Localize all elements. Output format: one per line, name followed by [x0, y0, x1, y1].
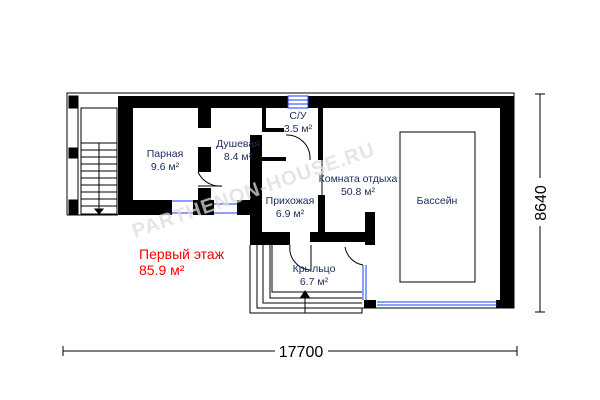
walls	[118, 96, 514, 308]
room-name-hall: Прихожая	[266, 195, 315, 207]
entry-arrow-icon	[300, 290, 310, 298]
room-name-wc: С/У	[289, 110, 307, 122]
porch-steps	[256, 245, 362, 313]
room-area-rest: 50.8 м²	[341, 186, 376, 198]
floor-title: Первый этаж	[139, 246, 225, 262]
door-su	[285, 134, 311, 160]
floor-total-area: 85.9 м²	[139, 262, 185, 278]
door-rest	[344, 246, 364, 266]
outline	[66, 92, 515, 314]
room-area-wc: 3.5 м²	[284, 123, 313, 135]
stair-steps	[81, 142, 117, 207]
door-parnaya	[197, 171, 223, 187]
room-name-pool: Бассейн	[417, 195, 458, 207]
door-hall	[289, 244, 312, 271]
stair-arrow-icon	[93, 208, 105, 215]
room-area-shower: 8.4 м²	[224, 151, 253, 163]
dimension-width-label: 17700	[279, 344, 324, 361]
room-area-porch: 6.7 м²	[300, 276, 329, 288]
room-name-porch: Крыльцо	[293, 263, 336, 275]
dimension-depth	[535, 93, 545, 313]
room-name-shower: Душевая	[216, 138, 260, 150]
dimension-depth-label: 8640	[533, 185, 550, 221]
room-area-parnaya: 9.6 м²	[151, 161, 180, 173]
staircase	[68, 95, 118, 215]
pool	[399, 131, 476, 283]
room-name-rest: Комната отдыха	[319, 173, 398, 185]
room-name-parnaya: Парная	[147, 148, 184, 160]
doors	[197, 134, 364, 271]
dimension-width	[62, 346, 518, 356]
windows	[172, 95, 497, 306]
room-area-hall: 6.9 м²	[276, 208, 305, 220]
